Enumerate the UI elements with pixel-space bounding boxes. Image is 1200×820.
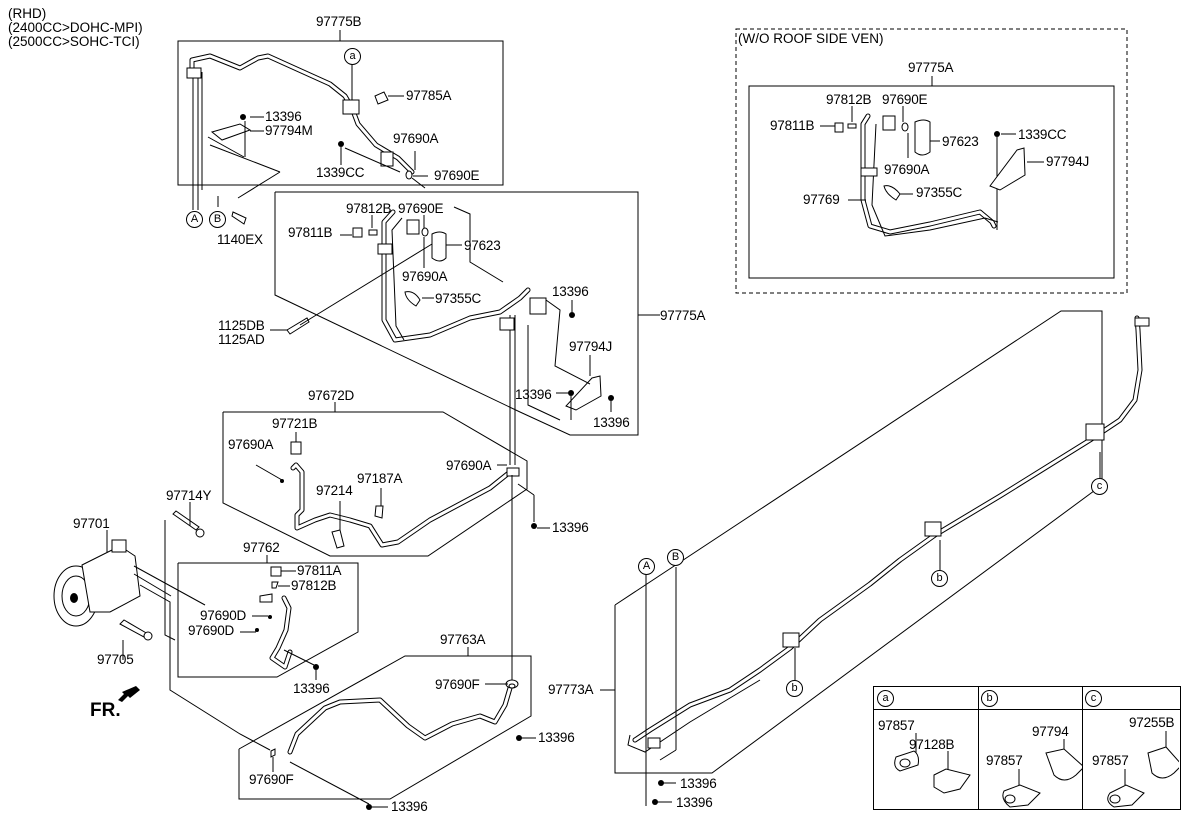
label-97690A[interactable]: 97690A [446, 458, 492, 473]
legend-callout-c: c [1085, 690, 1102, 707]
label-97690A[interactable]: 97690A [393, 131, 439, 146]
label-13396[interactable]: 13396 [538, 730, 575, 745]
label-97690A[interactable]: 97690A [228, 437, 274, 452]
legend-callout-a: a [877, 690, 894, 707]
label-97773A[interactable]: 97773A [548, 682, 594, 697]
label-13396[interactable]: 13396 [680, 776, 717, 791]
label-97690D[interactable]: 97690D [200, 608, 247, 623]
legend-col-b: b 97794 97857 [978, 687, 1083, 809]
group-97763A-box [238, 475, 536, 810]
label-97714Y[interactable]: 97714Y [166, 488, 212, 503]
callout-c[interactable]: c [1091, 478, 1108, 495]
label-97812B[interactable]: 97812B [826, 92, 872, 107]
label-97794J[interactable]: 97794J [569, 339, 613, 354]
label-97690A[interactable]: 97690A [884, 162, 930, 177]
legend-col-a: a 97857 97128B [874, 687, 979, 809]
label-97187A[interactable]: 97187A [357, 471, 403, 486]
label-13396[interactable]: 13396 [265, 109, 302, 124]
legend-callout-b: b [981, 690, 998, 707]
callout-A[interactable]: A [186, 211, 203, 228]
label-97690E[interactable]: 97690E [434, 168, 480, 183]
label-97812B[interactable]: 97812B [346, 201, 392, 216]
legend-part[interactable]: 97255B [1129, 715, 1175, 730]
front-label: FR. [90, 700, 121, 721]
label-97355C[interactable]: 97355C [916, 185, 963, 200]
label-97811B[interactable]: 97811B [288, 225, 333, 240]
label-97623[interactable]: 97623 [464, 238, 501, 253]
label-97214[interactable]: 97214 [316, 483, 353, 498]
label-1339CC[interactable]: 1339CC [316, 165, 365, 180]
label-97775A[interactable]: 97775A [660, 308, 706, 323]
inset-box [735, 28, 1128, 294]
label-97775A-inset[interactable]: 97775A [908, 60, 954, 75]
legend-part[interactable]: 97857 [986, 753, 1023, 768]
callout-a[interactable]: a [344, 48, 361, 65]
group-97773A-box [600, 310, 1150, 806]
label-97690F[interactable]: 97690F [249, 772, 294, 787]
legend-header-row [874, 687, 1180, 710]
label-97769[interactable]: 97769 [803, 192, 840, 207]
label-97690E[interactable]: 97690E [882, 92, 928, 107]
note-2400cc: (2400CC>DOHC-MPI) [8, 20, 143, 35]
inset-title: (W/O ROOF SIDE VEN) [738, 31, 884, 46]
label-1339CC[interactable]: 1339CC [1018, 127, 1067, 142]
label-13396[interactable]: 13396 [676, 795, 713, 810]
legend-part[interactable]: 97857 [1092, 753, 1129, 768]
label-97811A[interactable]: 97811A [297, 563, 342, 578]
label-97705[interactable]: 97705 [97, 652, 134, 667]
label-97690A[interactable]: 97690A [402, 269, 448, 284]
label-97775B[interactable]: 97775B [316, 14, 362, 29]
label-1125DB[interactable]: 1125DB [218, 318, 265, 333]
legend-part[interactable]: 97857 [878, 718, 915, 733]
label-97672D[interactable]: 97672D [308, 388, 355, 403]
group-97762-box [177, 555, 359, 680]
label-97623[interactable]: 97623 [942, 134, 979, 149]
legend-col-c: c 97255B 97857 [1082, 687, 1179, 809]
note-rhd: (RHD) [8, 6, 47, 21]
clip-legend-table: a 97857 97128B b 97794 97857 c 97255B 97… [873, 686, 1181, 810]
label-97690D[interactable]: 97690D [188, 623, 235, 638]
label-97763A[interactable]: 97763A [440, 632, 486, 647]
label-1140EX[interactable]: 1140EX [217, 232, 263, 247]
label-13396[interactable]: 13396 [391, 799, 428, 814]
label-97762[interactable]: 97762 [243, 540, 280, 555]
clip-b-icon [1002, 739, 1082, 808]
label-97812B[interactable]: 97812B [291, 578, 337, 593]
label-97701[interactable]: 97701 [73, 516, 110, 531]
label-13396[interactable]: 13396 [552, 520, 589, 535]
label-13396[interactable]: 13396 [593, 415, 630, 430]
front-arrow-icon [118, 686, 140, 702]
group-97775A-box [270, 191, 660, 465]
compressor [53, 502, 271, 751]
clip-c-icon [1107, 731, 1179, 808]
label-97690F[interactable]: 97690F [435, 677, 480, 692]
label-1125AD[interactable]: 1125AD [218, 332, 265, 347]
legend-part[interactable]: 97128B [909, 737, 955, 752]
group-97672D-box [222, 402, 550, 557]
label-97794J[interactable]: 97794J [1046, 154, 1090, 169]
group-97775B-box [177, 30, 504, 225]
callout-A[interactable]: A [638, 558, 655, 575]
label-97794M[interactable]: 97794M [265, 123, 313, 138]
label-97785A[interactable]: 97785A [406, 88, 452, 103]
clip-a-icon [894, 733, 971, 794]
label-13396[interactable]: 13396 [515, 387, 552, 402]
label-97811B[interactable]: 97811B [770, 118, 815, 133]
callout-B[interactable]: B [209, 211, 226, 228]
callout-b[interactable]: b [786, 680, 803, 697]
note-2500cc: (2500CC>SOHC-TCI) [8, 34, 140, 49]
label-97721B[interactable]: 97721B [272, 416, 318, 431]
callout-b[interactable]: b [931, 570, 948, 587]
label-97355C[interactable]: 97355C [435, 291, 482, 306]
label-97690E[interactable]: 97690E [398, 201, 444, 216]
label-13396[interactable]: 13396 [293, 681, 330, 696]
callout-B[interactable]: B [667, 549, 684, 566]
label-13396[interactable]: 13396 [552, 284, 589, 299]
legend-part[interactable]: 97794 [1032, 724, 1069, 739]
